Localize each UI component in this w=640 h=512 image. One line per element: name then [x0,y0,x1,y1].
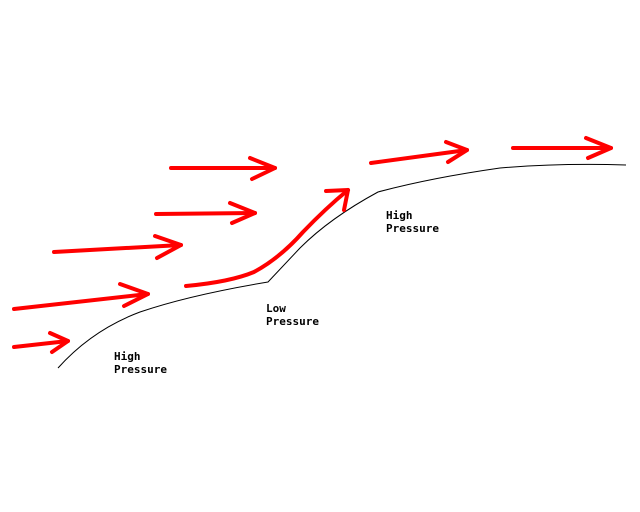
wind-arrow-7 [511,136,613,160]
low-pressure-label: Low Pressure [266,302,319,328]
label-line: Pressure [386,222,439,235]
label-line: High [114,350,141,363]
wind-arrow-6 [369,140,469,165]
high-pressure-label-left: High Pressure [114,350,167,376]
wind-arrow-1 [12,331,70,354]
wind-arrow-curved [184,188,350,288]
wind-arrow-2 [12,282,150,311]
wind-arrow-4 [154,201,257,225]
label-line: Pressure [114,363,167,376]
wind-arrow-5 [169,156,277,181]
label-line: Low [266,302,286,315]
wind-arrow-3 [52,234,183,260]
label-line: Pressure [266,315,319,328]
terrain-line [57,163,627,369]
high-pressure-label-right: High Pressure [386,209,439,235]
label-line: High [386,209,413,222]
